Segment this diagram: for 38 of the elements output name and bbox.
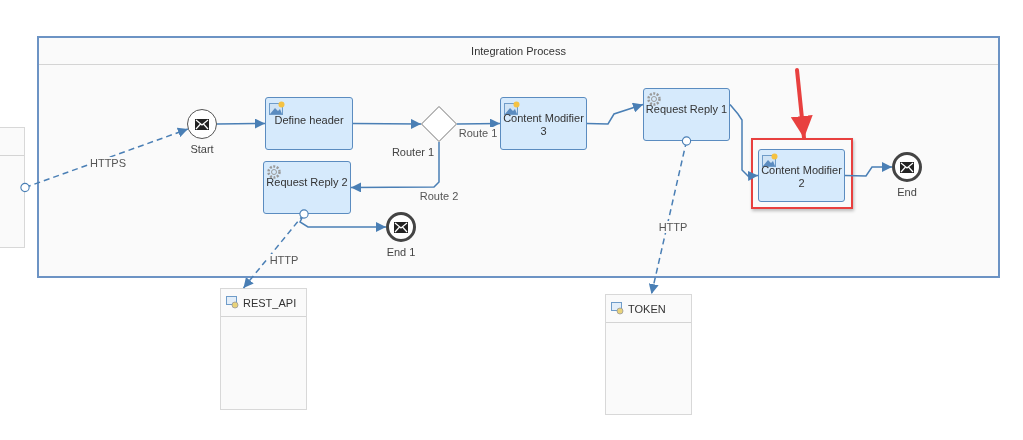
highlight-box <box>751 138 853 209</box>
edge-label: HTTPS <box>87 157 129 169</box>
sequence-flow-arrow <box>586 102 644 125</box>
edge-label: HTTP <box>656 221 690 233</box>
event-label: Router 1 <box>391 146 435 158</box>
message-flow-arrow <box>242 209 309 289</box>
edge-label: Route 2 <box>417 190 461 202</box>
sequence-flow-arrow <box>729 103 759 181</box>
sequence-flow-arrow <box>216 118 266 129</box>
participant-name: REST_API <box>243 296 297 309</box>
sequence-flow-arrow <box>844 162 893 177</box>
task-box <box>758 149 845 202</box>
task-box <box>643 88 730 141</box>
event-label: End <box>897 186 917 198</box>
event-label: Start <box>190 143 214 155</box>
edge-label: HTTP <box>267 254 301 266</box>
task-label: Request Reply 1 <box>645 103 728 116</box>
task-label: Content Modifier 3 <box>502 112 585 138</box>
task-box <box>265 97 353 150</box>
process-pool <box>37 36 1000 278</box>
highlight-arrow <box>790 68 813 140</box>
participant-name: TOKEN <box>628 302 666 315</box>
participant-box <box>605 294 692 415</box>
task-box <box>500 97 587 150</box>
participant-box <box>220 288 307 410</box>
edge-label: Route 1 <box>456 127 500 139</box>
message-flow-arrow <box>648 136 692 295</box>
sequence-flow-arrow <box>456 118 501 129</box>
task-label: Define header <box>273 114 345 127</box>
task-label: Request Reply 2 <box>265 176 349 189</box>
sequence-flow-arrow <box>350 141 440 193</box>
pool-title: Integration Process <box>471 45 566 57</box>
message-flow-arrow <box>20 127 189 193</box>
sequence-flow-arrow <box>352 118 422 129</box>
participant-box <box>0 127 25 248</box>
event-label: End 1 <box>386 246 416 258</box>
task-box <box>263 161 351 214</box>
task-label: Content Modifier 2 <box>760 164 843 190</box>
